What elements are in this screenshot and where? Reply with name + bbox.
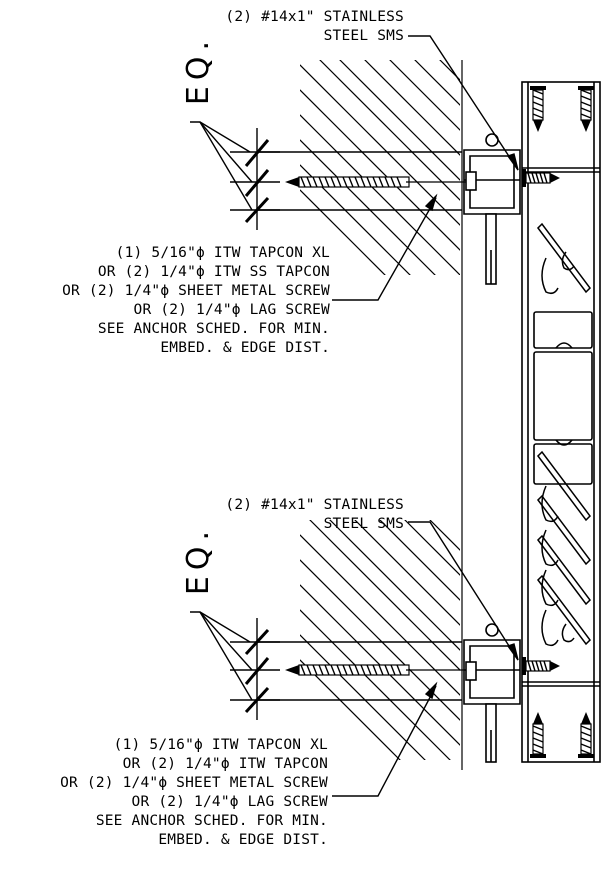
top-sms-label-line1: (2) #14x1" STAINLESS — [225, 9, 404, 25]
top-anchor-label: (1) 5/16"ϕ ITW TAPCON XL OR (2) 1/4"ϕ IT… — [12, 244, 330, 358]
top-eq-label: EQ. — [181, 34, 216, 106]
top-anchor-line2: OR (2) 1/4"ϕ ITW SS TAPCON — [97, 264, 330, 280]
top-anchor-screw — [284, 176, 410, 188]
top-anchor-assembly — [258, 133, 521, 285]
top-anchor-line4: OR (2) 1/4"ϕ LAG SCREW — [133, 302, 330, 318]
top-anchor-line6: EMBED. & EDGE DIST. — [160, 340, 330, 356]
panel-bottom-left-screw — [529, 711, 547, 759]
bottom-eq-dimension — [190, 611, 280, 720]
panel-top-right-screw — [577, 85, 595, 133]
louver-profiles — [537, 222, 591, 647]
top-sms-label-line2: STEEL SMS — [323, 28, 404, 44]
bottom-anchor-line5: SEE ANCHOR SCHED. FOR MIN. — [95, 813, 328, 829]
shutter-panel-frame — [521, 81, 601, 763]
bottom-anchor-line6: EMBED. & EDGE DIST. — [158, 832, 328, 848]
top-anchor-line5: SEE ANCHOR SCHED. FOR MIN. — [97, 321, 330, 337]
bottom-sms-label: (2) #14x1" STAINLESS STEEL SMS — [180, 496, 404, 534]
bottom-leaders — [332, 521, 519, 797]
bottom-anchor-line3: OR (2) 1/4"ϕ SHEET METAL SCREW — [60, 775, 328, 791]
bottom-anchor-label: (1) 5/16"ϕ ITW TAPCON XL OR (2) 1/4"ϕ IT… — [10, 736, 328, 850]
top-anchor-line1: (1) 5/16"ϕ ITW TAPCON XL — [115, 245, 330, 261]
top-anchor-line3: OR (2) 1/4"ϕ SHEET METAL SCREW — [62, 283, 330, 299]
top-eq-dimension — [190, 121, 280, 230]
top-leaders — [332, 35, 519, 301]
bottom-eq-label: EQ. — [181, 524, 216, 596]
bottom-sms-label-line1: (2) #14x1" STAINLESS — [225, 497, 404, 513]
concrete-wall-hatch — [300, 60, 463, 770]
panel-bottom-right-screw — [577, 711, 595, 759]
bottom-anchor-screw — [284, 664, 410, 676]
panel-top-left-screw — [529, 85, 547, 133]
bottom-anchor-line4: OR (2) 1/4"ϕ LAG SCREW — [131, 794, 328, 810]
bottom-anchor-line2: OR (2) 1/4"ϕ ITW TAPCON — [122, 756, 328, 772]
bottom-sms-label-line2: STEEL SMS — [323, 516, 404, 532]
top-sms-label: (2) #14x1" STAINLESS STEEL SMS — [180, 8, 404, 46]
bottom-anchor-line1: (1) 5/16"ϕ ITW TAPCON XL — [113, 737, 328, 753]
